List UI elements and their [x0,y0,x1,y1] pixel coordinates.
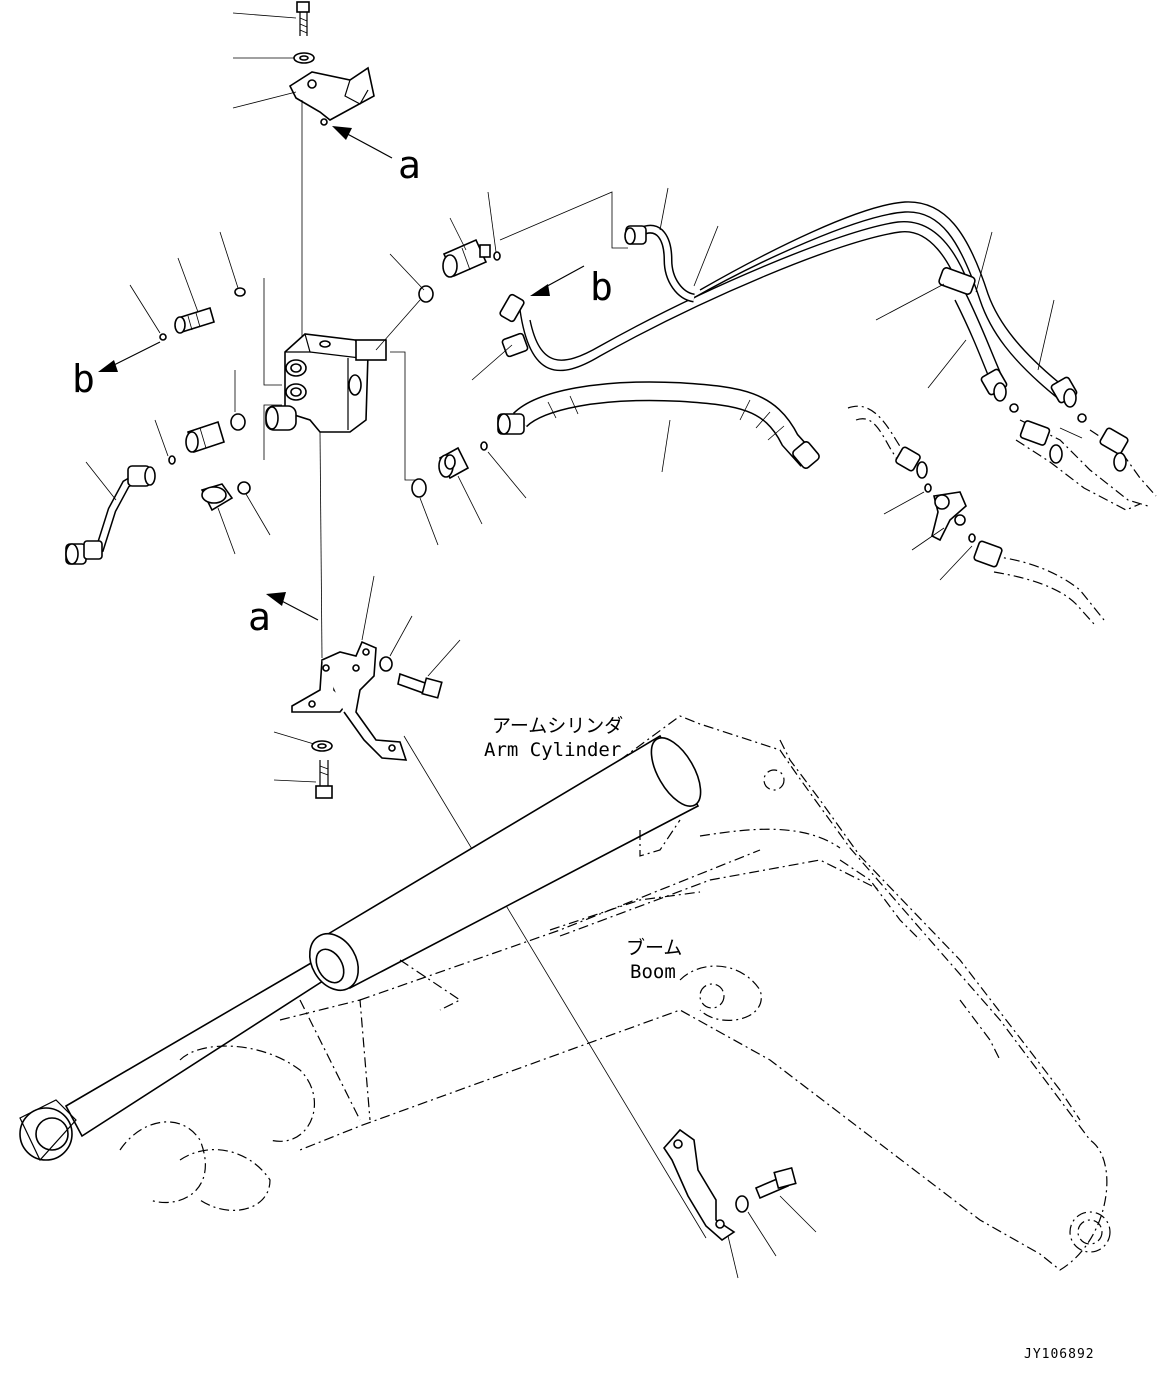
lower-bolt-left [315,760,333,799]
boom [119,715,1111,1271]
lower-washer-left [311,740,333,752]
clamp-washer [735,1195,749,1213]
view-arrow-b-right: b [530,265,613,309]
top-bolt [296,1,310,36]
top-washer [293,52,315,64]
phantom-hose-lower-right [973,540,1105,625]
view-arrow-b-left: b [72,341,161,401]
lower-washer-right [379,656,393,672]
check-valve-fitting [174,306,215,334]
clamp-bolt [754,1166,797,1200]
boom-clamp [662,1128,736,1242]
boom-label-en: Boom [630,961,676,983]
lower-bolt-right [397,672,443,699]
upper-hose-bend [624,224,696,303]
view-arrow-a-top: a [332,126,421,187]
adapter-fitting-upper-right [442,238,491,278]
hose-fitting-end-1 [499,293,529,358]
left-tube [65,465,156,565]
arm-cylinder [19,734,702,1162]
view-label-b-left: b [72,357,95,401]
lower-bracket [291,640,408,761]
phantom-fittings-right [1015,419,1157,511]
elbow-fitting-right [931,491,967,542]
hose-end-right-2 [1050,376,1078,408]
adapter-fitting-left [185,420,225,454]
view-label-a-top: a [398,143,421,187]
long-hose-pair [519,201,1069,401]
phantom-hose-mid-right [847,405,928,479]
drawing-code: JY106892 [1024,1347,1095,1362]
valve-block [265,333,387,433]
plug [200,483,234,512]
top-bracket [288,66,375,126]
adapter-fitting-lower-right [438,446,470,480]
view-arrow-a-bottom: a [248,592,319,639]
view-label-a-bottom: a [248,595,271,639]
main-hose [497,381,820,470]
hose-end-right-1 [980,368,1008,402]
arm-cylinder-label-en: Arm Cylinder [484,739,621,761]
arm-cylinder-label-jp: アームシリンダ [492,715,623,737]
view-label-b-right: b [590,265,613,309]
boom-label-jp: ブーム [626,936,682,959]
